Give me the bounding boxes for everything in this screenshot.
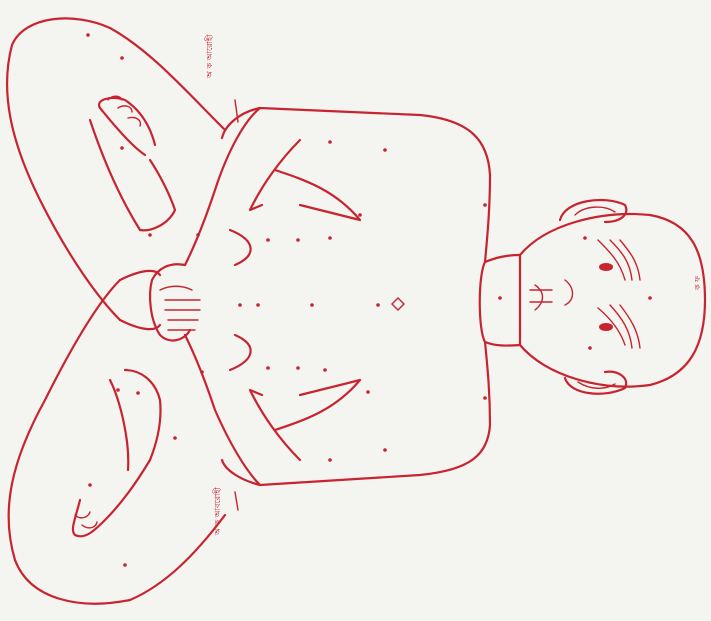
torso <box>185 100 490 510</box>
right-shoulder-note: অ ক আরোহী <box>204 34 214 79</box>
hands <box>150 264 200 340</box>
left-shoulder-note: অ ক আবরোহী <box>212 486 222 536</box>
crossed-legs <box>7 18 225 603</box>
head <box>520 200 705 394</box>
head-top-note: ক ফ <box>693 276 702 291</box>
